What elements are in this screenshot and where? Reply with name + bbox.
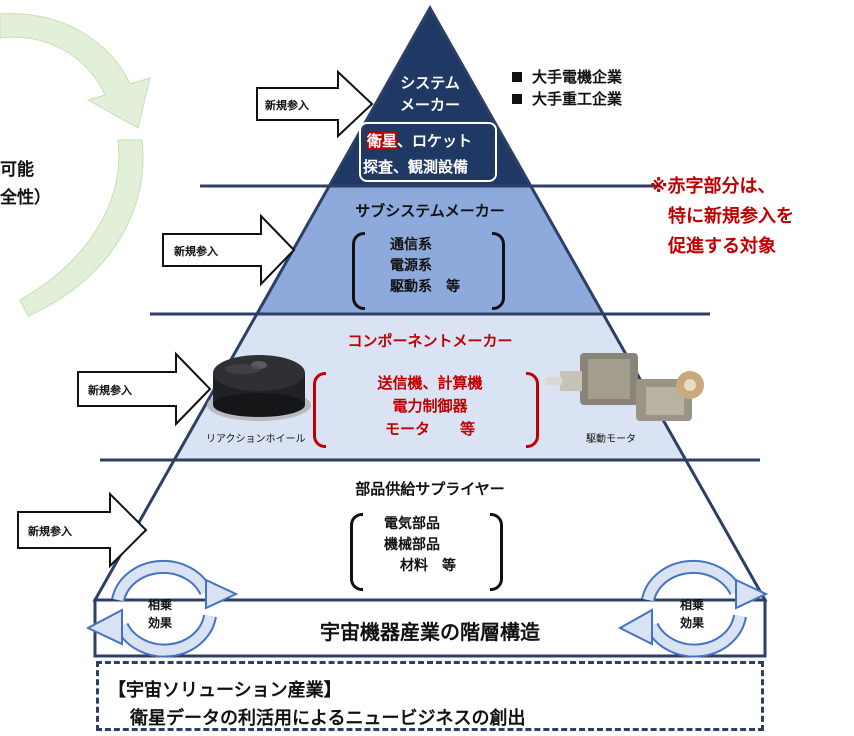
entry-arrow-icon bbox=[162, 213, 296, 287]
tier-top-box-line1-rest: 、ロケット bbox=[397, 132, 473, 150]
solution-line-1: 【宇宙ソリューション産業】 bbox=[108, 680, 342, 701]
entry-arrow-icon bbox=[17, 491, 148, 569]
bracket-right bbox=[492, 232, 505, 310]
note-line-2: 特に新規参入を bbox=[668, 206, 794, 227]
component-item: 電力制御器 bbox=[392, 397, 468, 415]
entry-arrow-icon bbox=[256, 69, 374, 139]
synergy-cycle-right-icon bbox=[617, 559, 769, 658]
tier-parts-items: 電気部品 機械部品 材料 等 bbox=[384, 514, 456, 577]
bracket-right-parts bbox=[490, 513, 503, 591]
component-item: 送信機、計算機 bbox=[377, 374, 483, 392]
component-item: モータ 等 bbox=[384, 420, 476, 438]
subsystem-item: 駆動系 等 bbox=[390, 279, 460, 295]
entry-label-4: 新規参入 bbox=[28, 525, 72, 538]
tier-top-title: システム メーカー bbox=[400, 72, 460, 116]
tier-component-items: 送信機、計算機 電力制御器 モータ 等 bbox=[377, 372, 482, 441]
tier-top-product-box: 衛星、ロケット 探査、観測設備 bbox=[359, 122, 497, 182]
parts-item: 材料 等 bbox=[400, 558, 456, 574]
tier-component-title: コンポーネントメーカー bbox=[347, 332, 513, 350]
synergy-label-line: 相乗 bbox=[147, 598, 172, 612]
tier-top-box-line1: 衛星、ロケット bbox=[367, 130, 472, 151]
parts-item: 電気部品 bbox=[384, 516, 440, 532]
reaction-wheel-image bbox=[207, 355, 311, 421]
left-partial-text-1: 可能 bbox=[0, 160, 34, 180]
synergy-label-right: 相乗 効果 bbox=[672, 596, 712, 632]
structure-title: 宇宙機器産業の階層構造 bbox=[320, 620, 540, 644]
bracket-left-red bbox=[313, 372, 326, 448]
subsystem-item: 電源系 bbox=[390, 258, 432, 274]
synergy-label-line: 効果 bbox=[679, 616, 704, 630]
tier-subsystem-title: サブシステムメーカー bbox=[355, 202, 505, 220]
tier-subsystem-items: 通信系 電源系 駆動系 等 bbox=[390, 235, 460, 298]
tier-top-title-line2: メーカー bbox=[399, 96, 461, 114]
drive-motor-image bbox=[546, 353, 704, 421]
synergy-label-line: 相乗 bbox=[679, 598, 704, 612]
solution-box bbox=[96, 661, 764, 731]
synergy-label-line: 効果 bbox=[147, 616, 172, 630]
note-line-1: ※赤字部分は、 bbox=[650, 176, 776, 197]
solution-line-2: 衛星データの利活用によるニュービジネスの創出 bbox=[130, 708, 526, 729]
entry-label-1: 新規参入 bbox=[265, 99, 309, 112]
bracket-left bbox=[352, 232, 365, 310]
bracket-right-red bbox=[526, 372, 539, 448]
bullet-icon-2 bbox=[512, 94, 522, 104]
company-1: 大手電機企業 bbox=[532, 68, 623, 86]
synergy-label-left: 相乗 効果 bbox=[140, 596, 180, 632]
entry-label-2: 新規参入 bbox=[174, 245, 218, 258]
parts-item: 機械部品 bbox=[384, 537, 440, 553]
bracket-left-parts bbox=[350, 513, 363, 591]
tier-top-title-line1: システム bbox=[400, 74, 460, 92]
synergy-cycle-left-icon bbox=[85, 559, 239, 658]
bullet-icon-1 bbox=[512, 72, 522, 82]
note-line-3: 促進する対象 bbox=[668, 236, 776, 257]
tier-top-box-line2: 探査、観測設備 bbox=[363, 158, 469, 176]
company-2: 大手重工企業 bbox=[532, 90, 623, 108]
drive-motor-caption: 駆動モータ bbox=[586, 434, 636, 445]
left-partial-text-2: 全性） bbox=[0, 188, 51, 208]
subsystem-item: 通信系 bbox=[390, 237, 432, 253]
entry-arrow-icon bbox=[77, 351, 212, 427]
entry-label-3: 新規参入 bbox=[88, 384, 132, 397]
reaction-wheel-caption: リアクションホイール bbox=[206, 434, 306, 445]
satellite-highlight: 衛星 bbox=[367, 132, 398, 150]
tier-parts-title: 部品供給サプライヤー bbox=[355, 480, 505, 498]
